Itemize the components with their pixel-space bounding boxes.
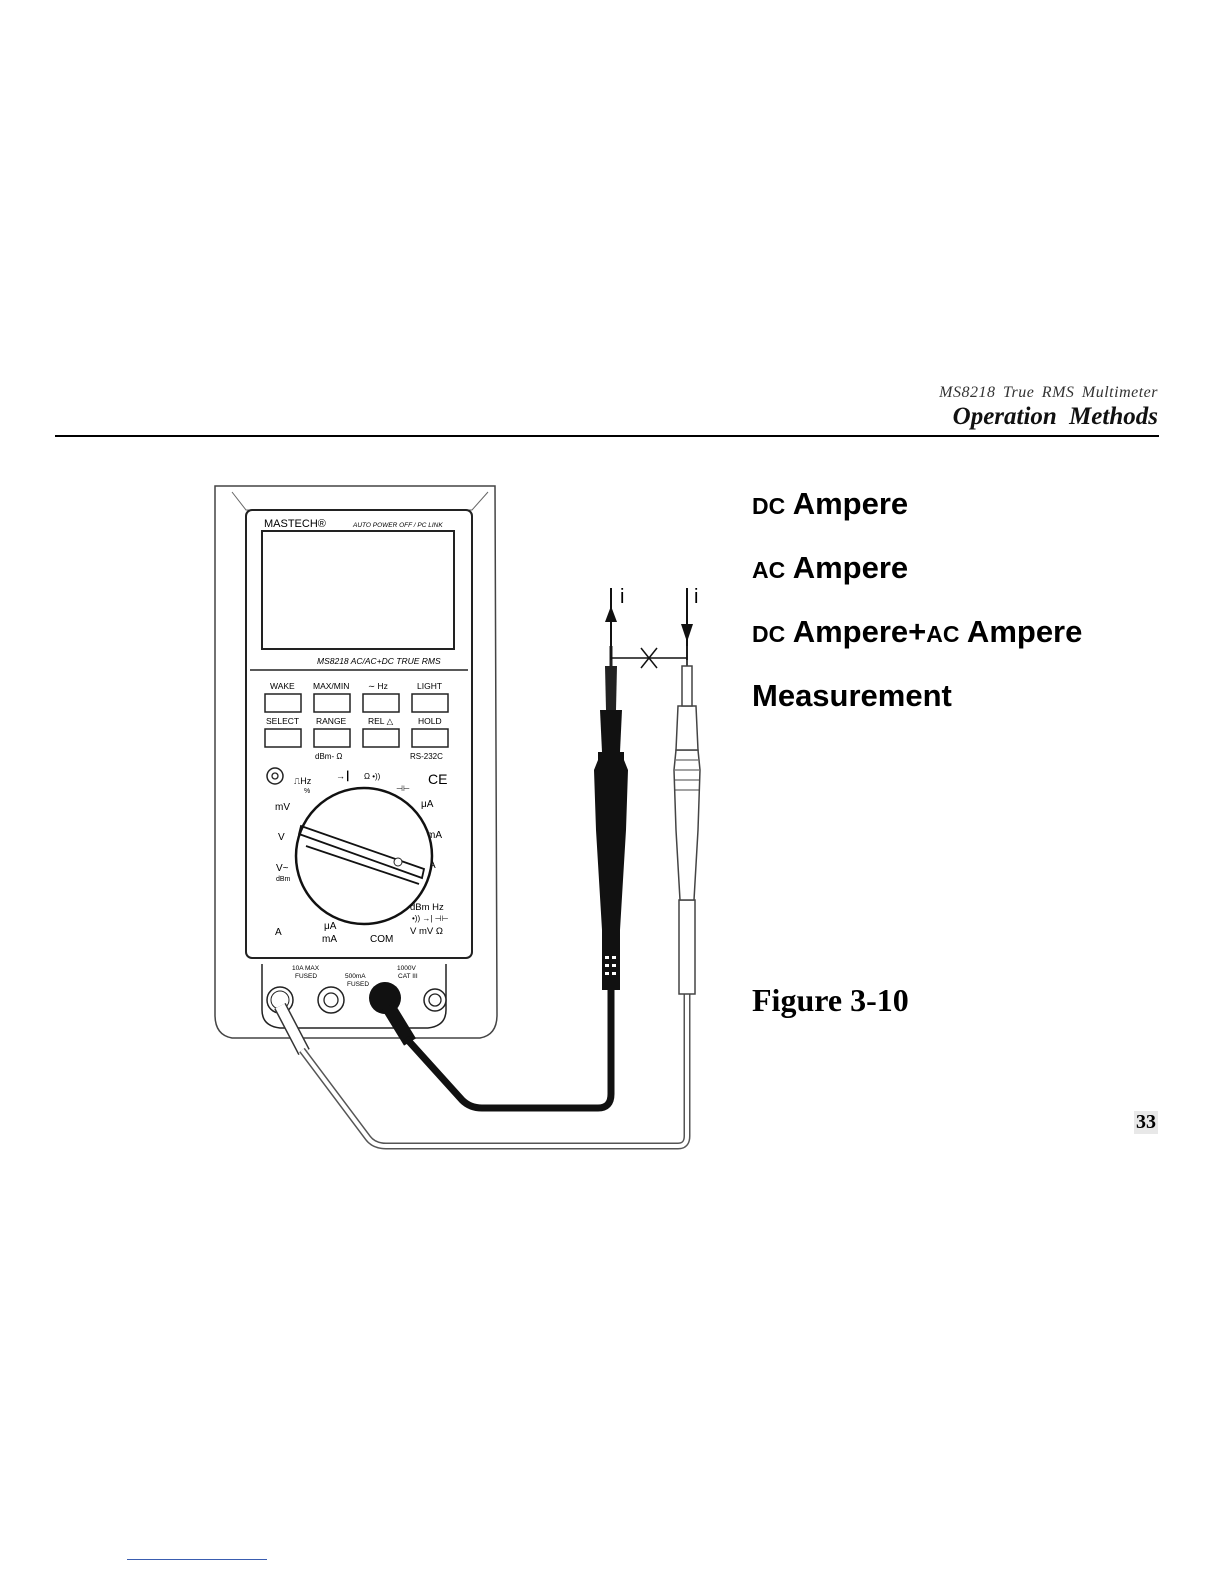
button-light — [411, 693, 449, 713]
dial-pointer — [297, 824, 426, 885]
jack-dbmhz-label: dBm Hz — [410, 902, 444, 913]
title-line-3-prefix2: AC — [926, 621, 960, 647]
button-row-2: SELECT RANGE REL △ HOLD dBm- Ω RS-232C — [264, 716, 449, 761]
jack-vmv-label: V mV Ω — [410, 926, 443, 937]
page-number: 33 — [1134, 1111, 1158, 1134]
rs232-label: RS-232C — [410, 752, 443, 761]
dial-diode-label: →┃ — [336, 770, 350, 782]
probe-white — [673, 646, 701, 995]
dial-dbm-label: dBm — [276, 876, 291, 883]
jack-com-label: COM — [370, 934, 393, 945]
title-line-1-prefix: DC — [752, 493, 786, 519]
probe-black — [594, 646, 628, 990]
lead-black-wire — [403, 980, 615, 1112]
svg-text:•)) →| ⊣⊢: •)) →| ⊣⊢ — [412, 914, 449, 923]
button-hz-label: ∼ Hz — [368, 681, 388, 691]
fused2-label: FUSED — [347, 981, 369, 988]
button-maxmin-label: MAX/MIN — [313, 681, 349, 691]
meter-brand: MASTECH® — [264, 518, 326, 530]
button-hold — [411, 728, 449, 748]
fused1-label: FUSED — [295, 973, 317, 980]
footnote-divider — [127, 1559, 267, 1560]
fuse-500ma-label: 500mA — [345, 973, 366, 980]
jack-a-label: A — [275, 927, 282, 938]
dial-vac-label: V~ — [276, 863, 289, 874]
header-product-title: MS8218 True RMS Multimeter — [939, 384, 1158, 401]
dial-v-label: V — [278, 832, 285, 843]
header-section-title: Operation Methods — [952, 403, 1158, 430]
title-line-2-main: Ampere — [785, 550, 909, 585]
jack-ma-label: mA — [322, 934, 337, 945]
jack-ua-label: μA — [324, 921, 337, 932]
title-line-2: AC Ampere — [752, 536, 1082, 600]
button-wake-label: WAKE — [270, 681, 295, 691]
header-divider — [55, 435, 1159, 437]
button-light-label: LIGHT — [417, 681, 442, 691]
power-icon — [266, 767, 284, 785]
button-maxmin — [313, 693, 351, 713]
button-hz — [362, 693, 400, 713]
circuit-diagram: i i — [605, 586, 698, 669]
title-line-3-main: Ampere — [959, 614, 1083, 649]
dial-ma-label: mA — [427, 830, 442, 841]
title-line-3-mid: Ampere+ — [785, 614, 927, 649]
rotary-dial — [294, 786, 434, 926]
lead-black-plug — [382, 1002, 416, 1046]
current-label-right: i — [694, 586, 698, 608]
button-range — [313, 728, 351, 748]
button-wake — [264, 693, 302, 713]
ce-mark: CE — [428, 771, 447, 787]
button-rel — [362, 728, 400, 748]
button-hold-label: HOLD — [418, 716, 442, 726]
current-label-left: i — [620, 586, 624, 608]
title-line-3-prefix: DC — [752, 621, 786, 647]
dial-ua-label: μA — [421, 799, 434, 810]
button-range-label: RANGE — [316, 716, 347, 726]
meter-model-label: MS8218 AC/AC+DC TRUE RMS — [317, 656, 441, 666]
cat-v-label: 1000V — [397, 965, 416, 972]
title-line-1-main: Ampere — [785, 486, 909, 521]
cat-label: CAT III — [398, 973, 418, 980]
title-line-1: DC Ampere — [752, 472, 1082, 536]
dial-hz-label: ⎍Hz — [294, 776, 312, 786]
title-line-2-prefix: AC — [752, 557, 786, 583]
jack-panel — [261, 964, 447, 1029]
button-select-label: SELECT — [266, 716, 299, 726]
section-title: DC Ampere AC Ampere DC Ampere+AC Ampere … — [752, 472, 1082, 728]
button-rel-label: REL △ — [368, 716, 394, 726]
dial-pct-label: % — [304, 788, 310, 795]
button-dbm-label: dBm- Ω — [315, 752, 342, 761]
meter-display — [261, 530, 455, 650]
figure-caption: Figure 3-10 — [752, 982, 909, 1018]
dial-mv-label: mV — [275, 802, 290, 813]
title-line-3: DC Ampere+AC Ampere — [752, 600, 1082, 664]
dial-ohm-label: Ω •)) — [364, 772, 381, 781]
title-line-4: Measurement — [752, 678, 952, 713]
dial-cap-label: ⊣⊢ — [396, 784, 410, 793]
multimeter-figure: MASTECH® AUTO POWER OFF / PC LINK MS8218… — [214, 485, 701, 1150]
button-row-1: WAKE MAX/MIN ∼ Hz LIGHT — [264, 681, 449, 713]
button-select — [264, 728, 302, 748]
fuse-10a-label: 10A MAX — [292, 965, 320, 972]
meter-top-label: AUTO POWER OFF / PC LINK — [352, 522, 443, 529]
